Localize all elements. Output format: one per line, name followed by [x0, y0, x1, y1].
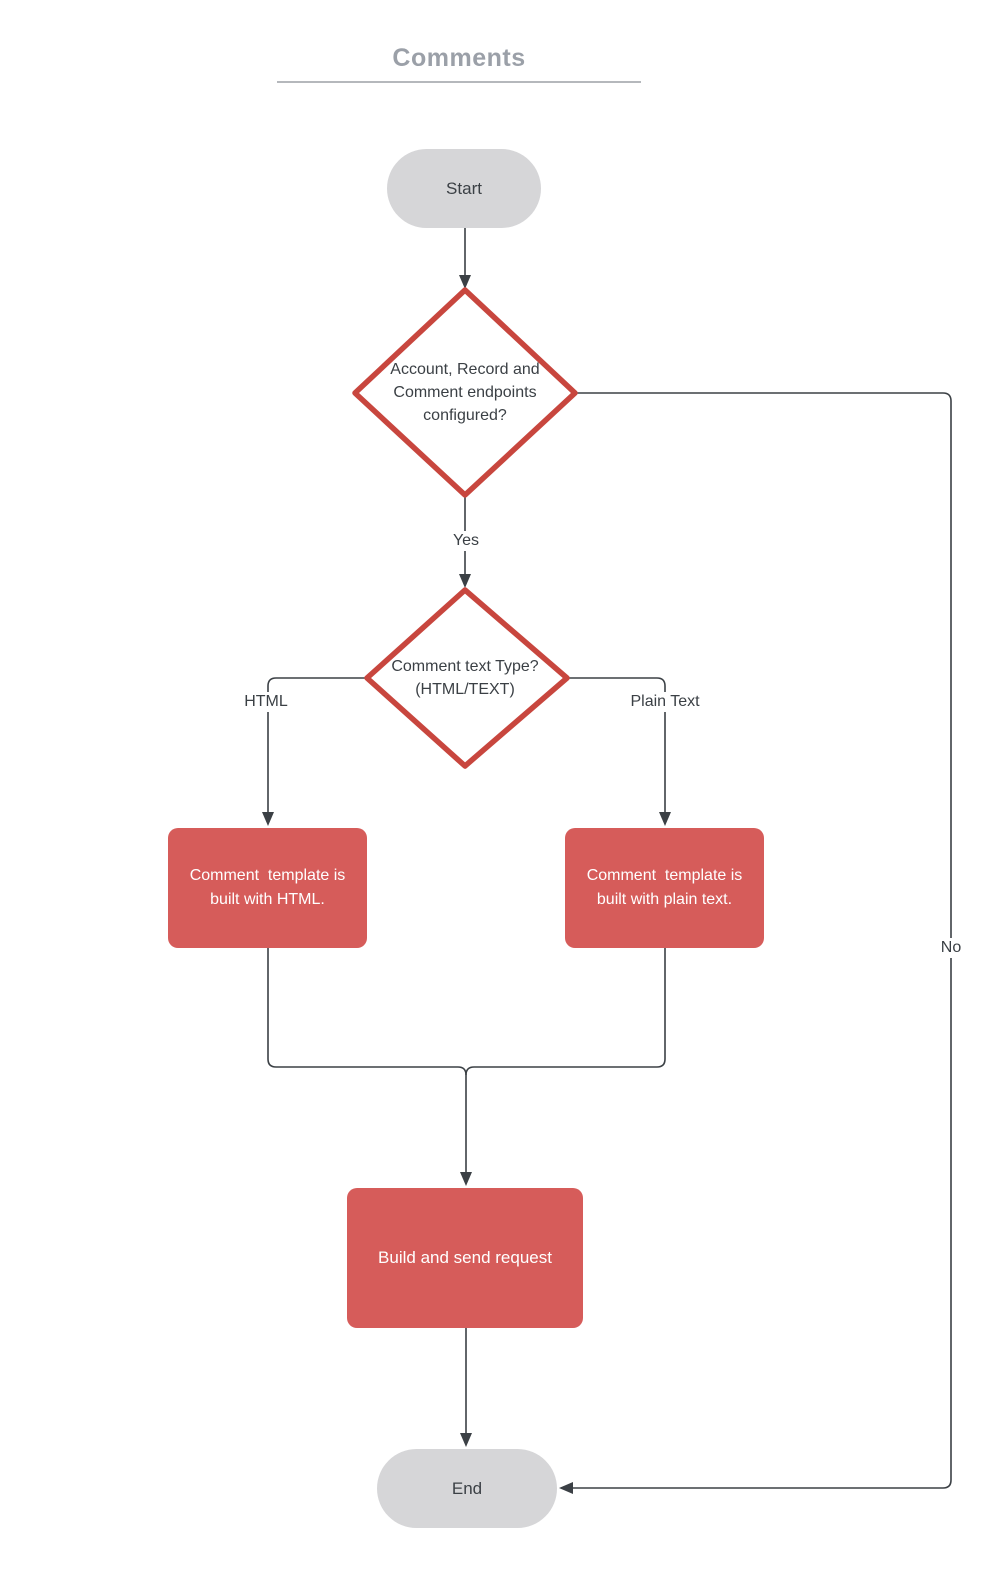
build-request-node: Build and send request — [347, 1188, 583, 1328]
text-type-decision-shape — [364, 587, 570, 769]
arrowhead-into-plain-template — [659, 812, 671, 826]
edge-html-branch — [267, 677, 367, 814]
end-node-label: End — [451, 1478, 483, 1498]
start-node-label: Start — [446, 178, 482, 198]
edge-plaintext-merge — [465, 948, 666, 1076]
html-template-node: Comment template is built with HTML. — [168, 828, 367, 948]
endpoints-decision-label: Account, Record and Comment endpoints co… — [390, 361, 540, 424]
page-title-text: Comments — [392, 44, 526, 72]
edge-html-merge — [267, 948, 467, 1174]
arrowhead-into-endpoints-decision — [459, 275, 471, 289]
edge-plaintext-branch — [567, 677, 666, 814]
start-node: Start — [387, 149, 541, 228]
edge-label-plain-text: Plain Text — [625, 692, 705, 712]
arrowhead-into-build-request — [460, 1172, 472, 1186]
page-title: Comments — [277, 36, 641, 83]
arrowhead-into-texttype-decision — [459, 574, 471, 588]
edge-label-yes: Yes — [447, 531, 485, 551]
arrowhead-into-html-template — [262, 812, 274, 826]
end-node: End — [377, 1449, 557, 1528]
endpoints-decision-shape — [352, 287, 578, 498]
text-type-decision-label: Comment text Type? (HTML/TEXT) — [391, 658, 539, 698]
edge-label-no: No — [935, 938, 967, 958]
edge-label-html: HTML — [239, 692, 293, 712]
arrowheads — [262, 275, 671, 1494]
plain-template-node: Comment template is built with plain tex… — [565, 828, 764, 948]
arrowhead-into-end-top — [460, 1433, 472, 1447]
arrowhead-into-end-right — [559, 1482, 573, 1494]
